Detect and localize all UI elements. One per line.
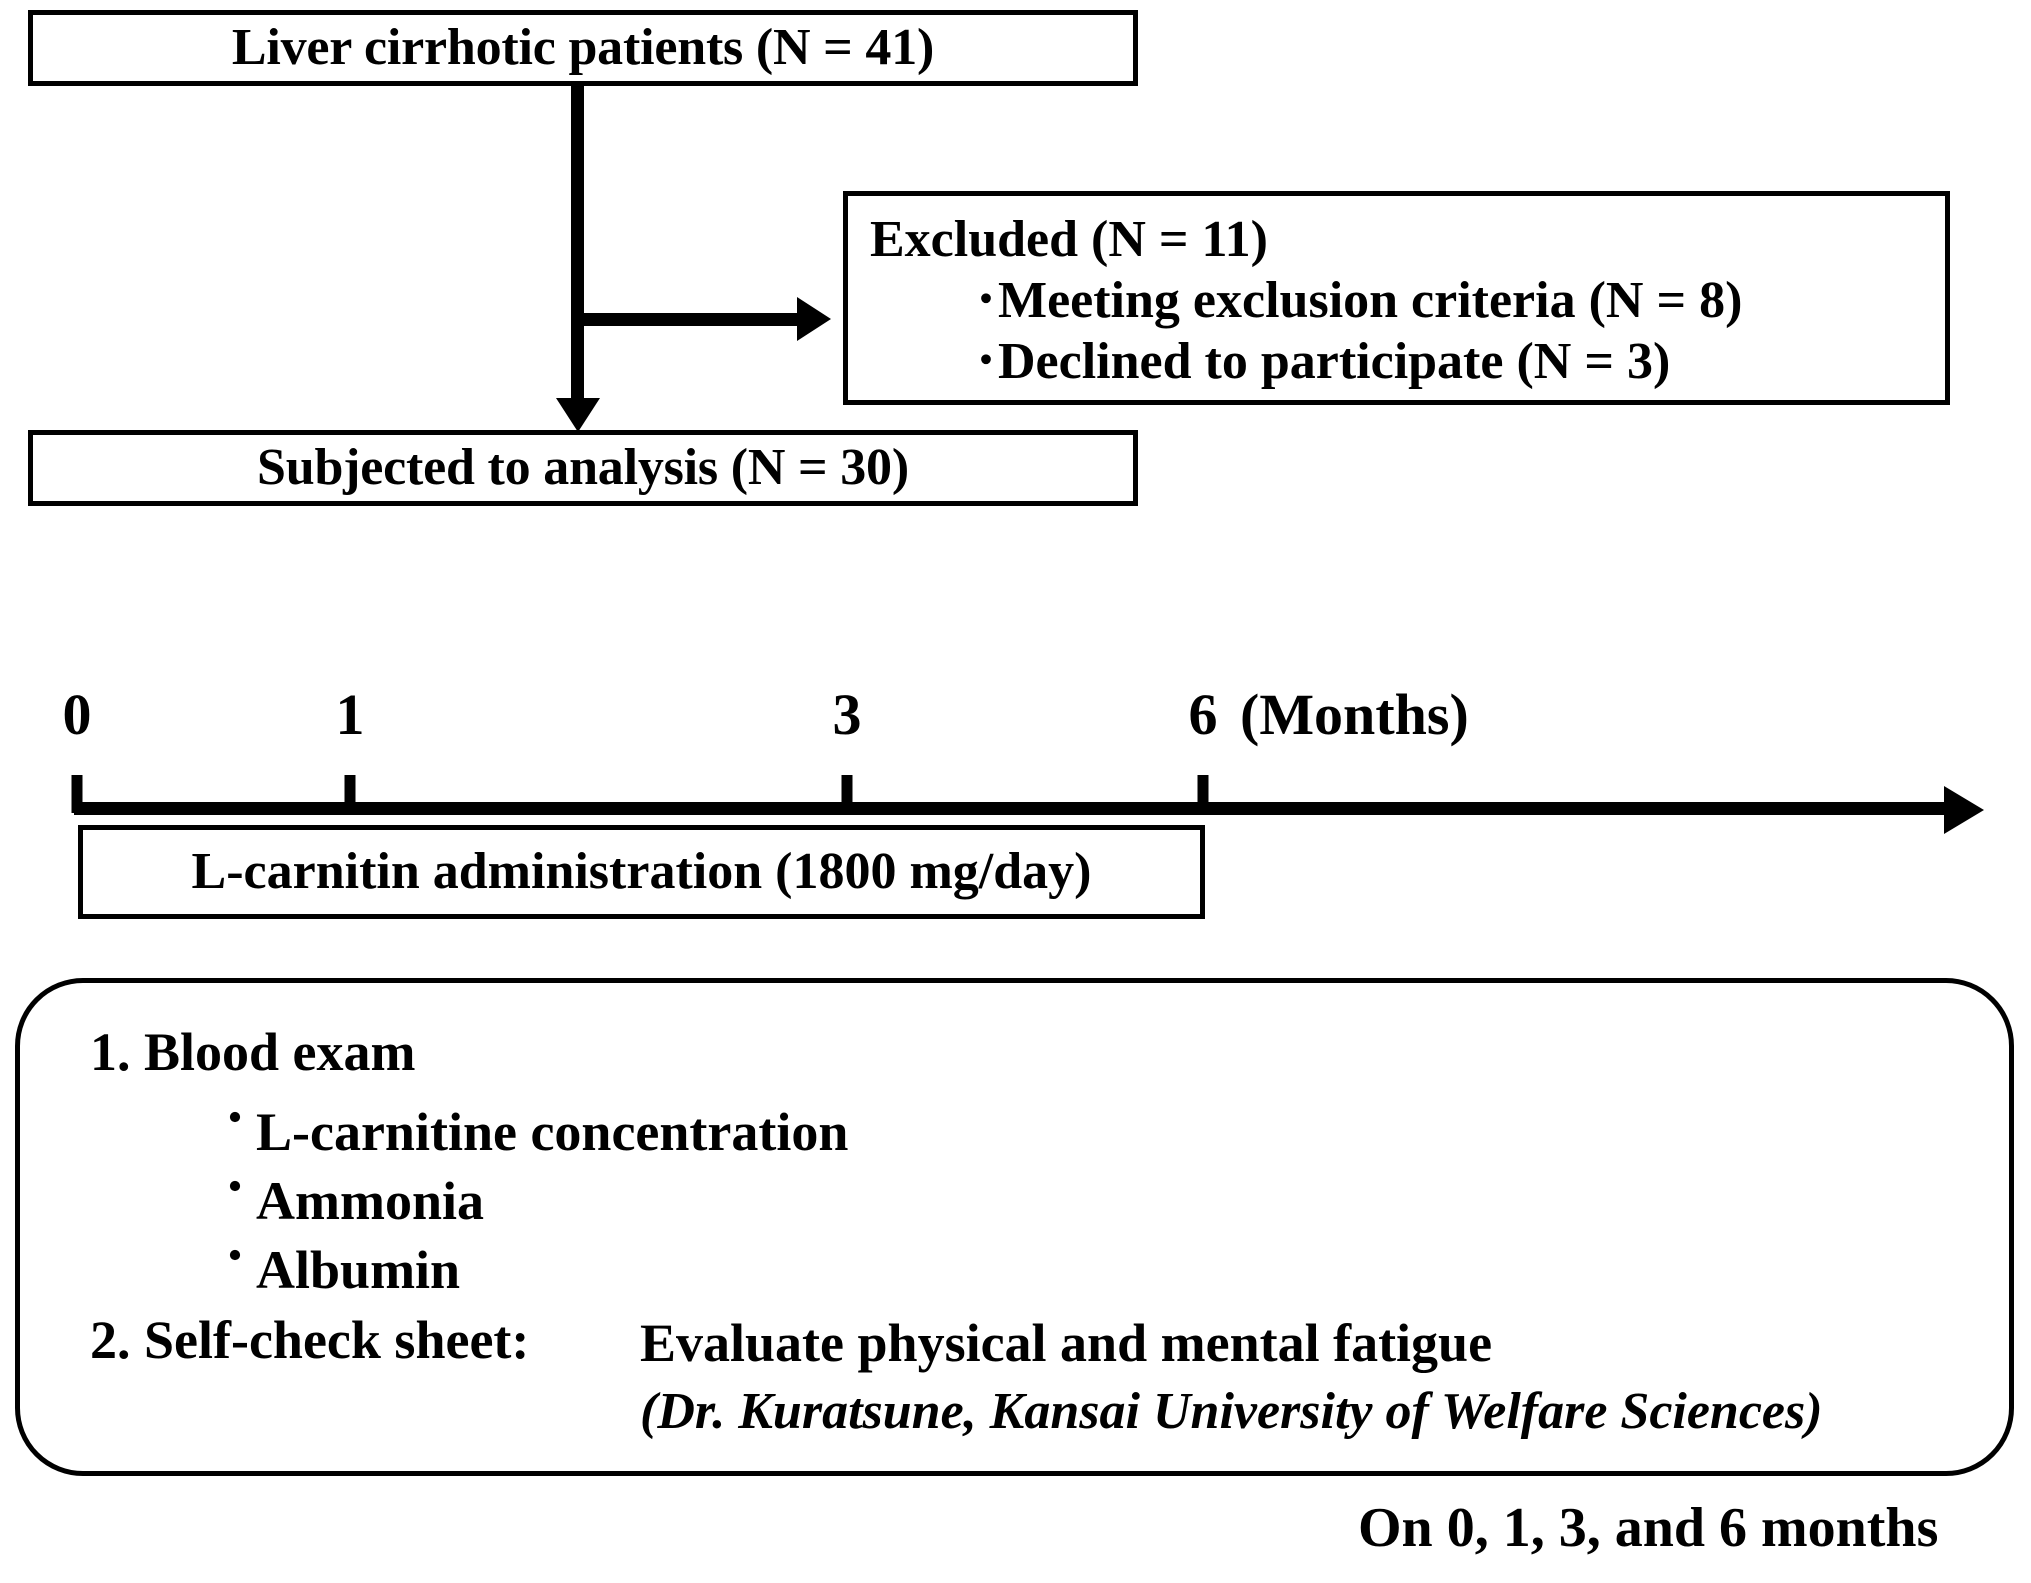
self-check-detail: Evaluate physical and mental fatigue (Dr…	[640, 1313, 1823, 1444]
treatment-label: L-carnitin administration (1800 mg/day)	[191, 842, 1092, 900]
assessments-panel	[15, 978, 2014, 1476]
timeline-tick-label-1: 1	[335, 682, 365, 747]
assessment-schedule-note: On 0, 1, 3, and 6 months	[1358, 1497, 1939, 1559]
list-item: ・ Albumin	[214, 1235, 848, 1305]
timeline-tick-label-3: 3	[832, 682, 862, 747]
timeline-tick-label-0: 0	[62, 682, 92, 747]
excluded-branch-connector-line	[571, 313, 799, 326]
excluded-patients-box: Excluded (N = 11) ・ Meeting exclusion cr…	[843, 191, 1950, 405]
analysis-population-box: Subjected to analysis (N = 30)	[28, 430, 1138, 506]
bullet-icon: ・	[966, 276, 1006, 322]
bullet-icon: ・	[214, 1097, 257, 1143]
self-check-attribution-label: (Dr. Kuratsune, Kansai University of Wel…	[640, 1383, 1823, 1441]
blood-exam-list: ・ L-carnitine concentration ・ Ammonia ・ …	[214, 1097, 849, 1305]
blood-exam-item-label: Ammonia	[256, 1171, 484, 1232]
bullet-icon: ・	[214, 1235, 257, 1282]
timeline-tick-mark-1	[344, 775, 356, 813]
bullet-icon: ・	[966, 338, 1006, 384]
excluded-reason-label: Meeting exclusion criteria (N = 8)	[998, 271, 1743, 329]
excluded-reason-label: Declined to participate (N = 3)	[998, 333, 1671, 391]
assessment-2-heading: 2. Self-check sheet:	[90, 1310, 530, 1370]
excluded-title: Excluded (N = 11)	[870, 211, 1268, 268]
timeline-unit-caption: (Months)	[1240, 682, 1469, 747]
excluded-reasons-list: ・ Meeting exclusion criteria (N = 8) ・ D…	[870, 270, 1945, 393]
blood-exam-item-label: L-carnitine concentration	[256, 1102, 849, 1162]
treatment-duration-bar: L-carnitin administration (1800 mg/day)	[78, 825, 1205, 919]
list-item: ・ Meeting exclusion criteria (N = 8)	[870, 270, 1945, 331]
analysis-population-label: Subjected to analysis (N = 30)	[257, 438, 909, 496]
list-item: ・ Ammonia	[214, 1166, 848, 1236]
timeline-tick-mark-3	[841, 775, 853, 813]
bullet-icon: ・	[214, 1166, 257, 1213]
main-flow-arrowhead-icon	[556, 398, 600, 432]
enrolled-patients-label: Liver cirrhotic patients (N = 41)	[231, 18, 935, 76]
blood-exam-item-label: Albumin	[256, 1240, 461, 1301]
list-item: ・ Declined to participate (N = 3)	[870, 331, 1945, 392]
main-flow-connector-line	[571, 86, 584, 410]
timeline-tick-mark-0	[71, 775, 83, 813]
list-item: ・ L-carnitine concentration	[214, 1097, 849, 1167]
enrolled-patients-box: Liver cirrhotic patients (N = 41)	[28, 10, 1138, 86]
self-check-purpose-label: Evaluate physical and mental fatigue	[640, 1313, 1493, 1373]
timeline-axis-line	[74, 802, 1958, 815]
timeline-tick-mark-6	[1197, 775, 1209, 813]
timeline-axis-arrowhead-icon	[1944, 786, 1984, 834]
excluded-branch-arrowhead-icon	[797, 297, 831, 341]
timeline-tick-label-6: 6	[1188, 682, 1218, 747]
assessment-1-heading: 1. Blood exam	[90, 1022, 416, 1082]
